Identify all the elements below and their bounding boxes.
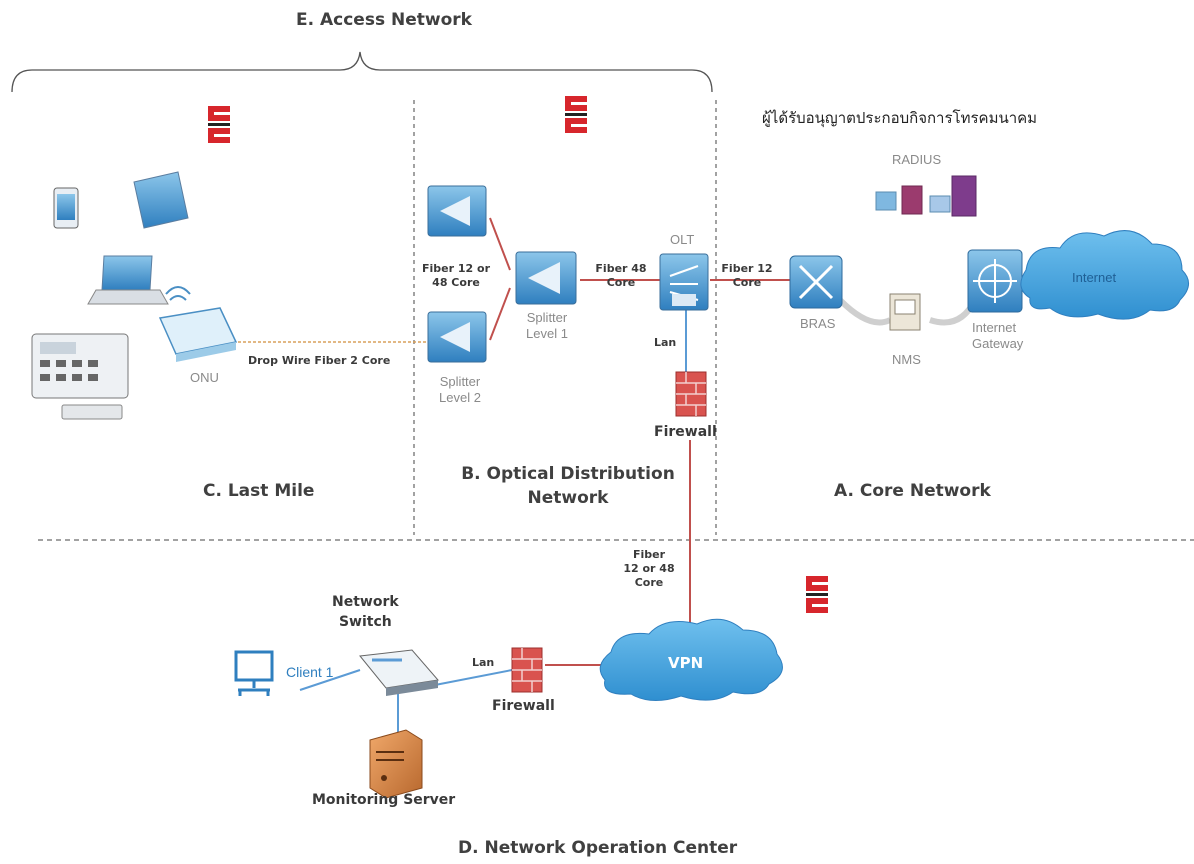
fiber-12-label-line1: Fiber 12 (721, 262, 773, 275)
firewall-top-label: Firewall (654, 424, 717, 440)
internet-gateway-label: Internet Gateway (972, 320, 1023, 352)
olt-icon (659, 253, 709, 311)
odn-title: B. Optical Distribution Network (445, 464, 691, 508)
licensee-label: ผู้ได้รับอนุญาตประกอบกิจการโทรคมนาคม (762, 109, 1038, 127)
nms-label: NMS (892, 352, 921, 367)
network-switch-label: Network Switch (332, 592, 399, 632)
client-label: Client 1 (286, 664, 334, 680)
odn-title-line2: Network (527, 488, 609, 508)
noc-title: D. Network Operation Center (458, 838, 738, 858)
logo-icon (565, 96, 587, 133)
onu-router-icon (158, 286, 238, 362)
switch-icon (359, 649, 439, 696)
onu-label: ONU (190, 370, 219, 385)
lan-top-label: Lan (654, 336, 677, 349)
logo-icon (208, 106, 230, 143)
link-switch-to-client (299, 669, 361, 691)
olt-label: OLT (670, 232, 695, 247)
firewall-icon (511, 647, 543, 693)
firewall-bottom-label: Firewall (492, 698, 555, 714)
last-mile-title: C. Last Mile (203, 481, 315, 501)
cloud-icon (1020, 230, 1189, 320)
router-icon (789, 255, 843, 309)
lan-bottom-label: Lan (472, 656, 495, 669)
splitter-icon (427, 311, 487, 363)
splitter2-label-line2: Level 2 (439, 390, 481, 405)
monitor-icon (234, 650, 274, 696)
laptop-icon (87, 255, 169, 305)
telephone-icon (31, 333, 129, 420)
internet-label: Internet (1072, 270, 1117, 285)
link-splitter2-top-to-splitter1 (489, 217, 511, 271)
drop-wire-label: Drop Wire Fiber 2 Core (248, 354, 391, 367)
fiber-48-label-line1: Fiber 48 (595, 262, 647, 275)
fiber-12-48-label: Fiber 12 or 48 Core (416, 262, 496, 290)
fiber-12-48-label-line2: 48 Core (432, 276, 480, 289)
network-switch-label-line2: Switch (338, 614, 392, 630)
splitter1-label-line2: Level 1 (526, 326, 568, 341)
pc-icon (889, 293, 921, 331)
odn-title-line1: B. Optical Distribution (461, 464, 675, 484)
fiber-12-48-label-line1: Fiber 12 or (422, 262, 490, 275)
fiber-vpn-label: Fiber 12 or 48 Core (622, 548, 676, 590)
access-network-title: E. Access Network (296, 10, 472, 30)
radius-label: RADIUS (892, 152, 942, 167)
link-switch-to-firewall (434, 669, 513, 686)
vpn-label: VPN (668, 654, 704, 672)
fiber-48-label-line2: Core (606, 276, 636, 289)
tablet-icon (53, 187, 79, 229)
firewall-icon (675, 371, 707, 417)
monitoring-server-label: Monitoring Server (312, 792, 456, 808)
fiber-vpn-label-line3: Core (634, 576, 664, 589)
bras-label: BRAS (800, 316, 836, 331)
fiber-vpn-label-line1: Fiber (632, 548, 666, 561)
link-splitter2-bottom-to-splitter1 (489, 287, 511, 341)
tablet-icon (133, 171, 189, 229)
radius-servers-icon (875, 175, 977, 217)
splitter1-label-line1: Splitter (526, 310, 568, 325)
splitter2-label-line1: Splitter (439, 374, 481, 389)
fiber-vpn-label-line2: 12 or 48 (623, 562, 675, 575)
splitter-icon (515, 251, 577, 305)
link-bras-to-nms (837, 297, 892, 326)
fiber-12-label: Fiber 12 Core (720, 262, 774, 290)
fiber-48-label: Fiber 48 Core (594, 262, 648, 290)
internet-gateway-label-line2: Gateway (972, 336, 1024, 351)
core-network-title: A. Core Network (834, 481, 991, 501)
access-network-brace (11, 51, 713, 93)
router-icon (967, 249, 1023, 313)
network-switch-label-line1: Network (332, 594, 399, 610)
cloud-icon (599, 618, 783, 701)
logo-icon (806, 576, 828, 613)
splitter2-label: Splitter Level 2 (438, 374, 482, 406)
splitter1-label: Splitter Level 1 (520, 310, 574, 342)
fiber-12-label-line2: Core (732, 276, 762, 289)
server-icon (369, 729, 423, 799)
internet-gateway-label-line1: Internet (972, 320, 1017, 335)
splitter-icon (427, 185, 487, 237)
